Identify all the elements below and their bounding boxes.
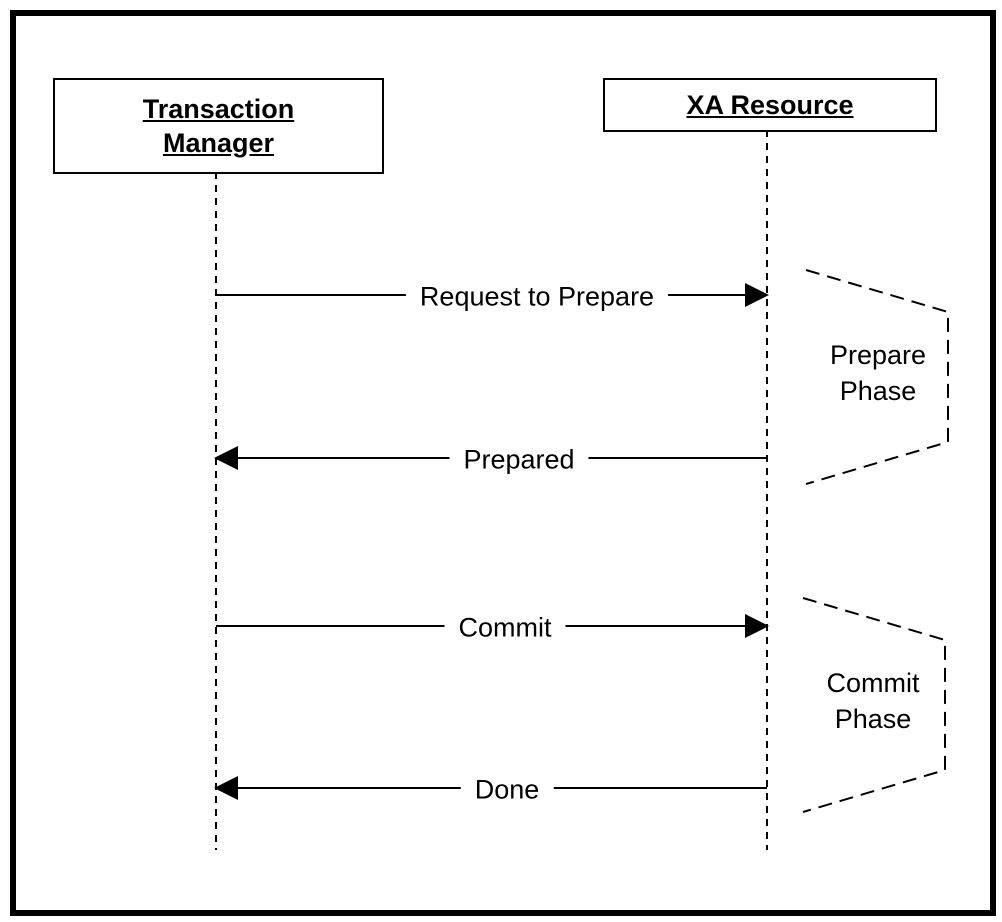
participant-xa-resource-label: XA Resource (686, 90, 854, 120)
phase-label-commit-line2: Phase (834, 704, 912, 734)
message-label-commit: Commit (444, 612, 566, 644)
participant-transaction-manager-line1: Transaction (142, 94, 295, 124)
message-label-prepared: Prepared (449, 444, 589, 476)
message-label-done: Done (460, 774, 554, 806)
arrowhead-request-to-prepare (745, 283, 769, 307)
phase-label-prepare-line2: Phase (839, 376, 917, 406)
phase-bracket-prepare (805, 269, 949, 485)
participant-transaction-manager-line2: Manager (162, 128, 275, 158)
participant-transaction-manager: Transaction Manager (53, 78, 384, 174)
phase-bracket-commit (802, 597, 946, 813)
phase-label-commit: Commit Phase (827, 665, 920, 737)
phase-label-prepare: Prepare Phase (830, 337, 926, 409)
arrowhead-commit (745, 614, 769, 638)
participant-xa-resource: XA Resource (603, 78, 937, 132)
phase-label-commit-line1: Commit (826, 668, 920, 698)
message-label-request-to-prepare: Request to Prepare (405, 281, 669, 313)
arrowhead-prepared (214, 446, 238, 470)
arrowhead-done (214, 776, 238, 800)
phase-label-prepare-line1: Prepare (829, 340, 927, 370)
